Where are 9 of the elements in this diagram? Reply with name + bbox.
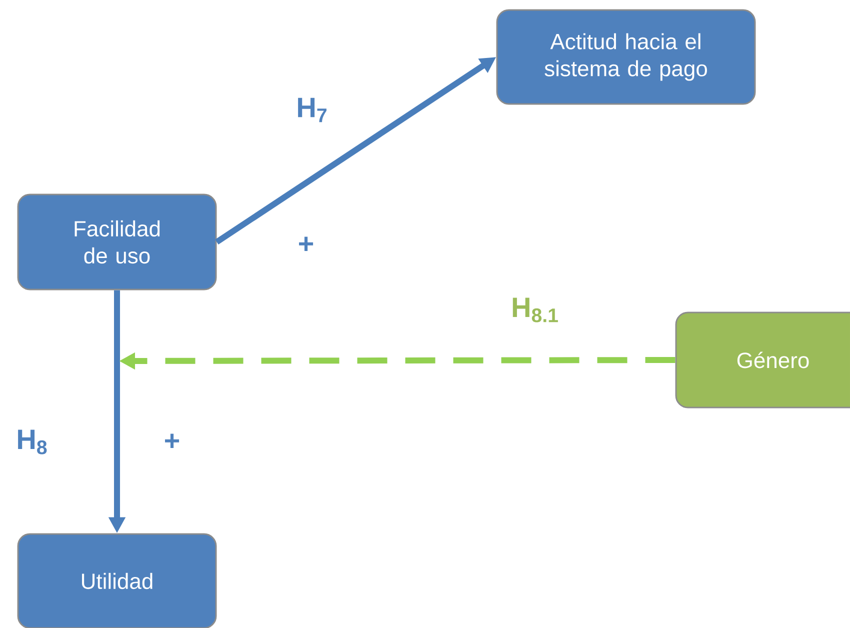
concept-box: Utilidad [17, 533, 217, 628]
concept-box: Actitud hacia el sistema de pago [496, 9, 756, 105]
concept-box: Facilidad de uso [17, 194, 217, 290]
hypothesis-label: H$_{7}$ [298, 98, 326, 122]
hypothesis-label: H$_{8}$ [18, 430, 47, 454]
hypothesis-label: H$_{8.1}$ [512, 298, 558, 322]
concept-box: Género [675, 312, 850, 408]
hypothesis-label: + [165, 434, 180, 448]
hypothesis-label: + [299, 236, 314, 251]
